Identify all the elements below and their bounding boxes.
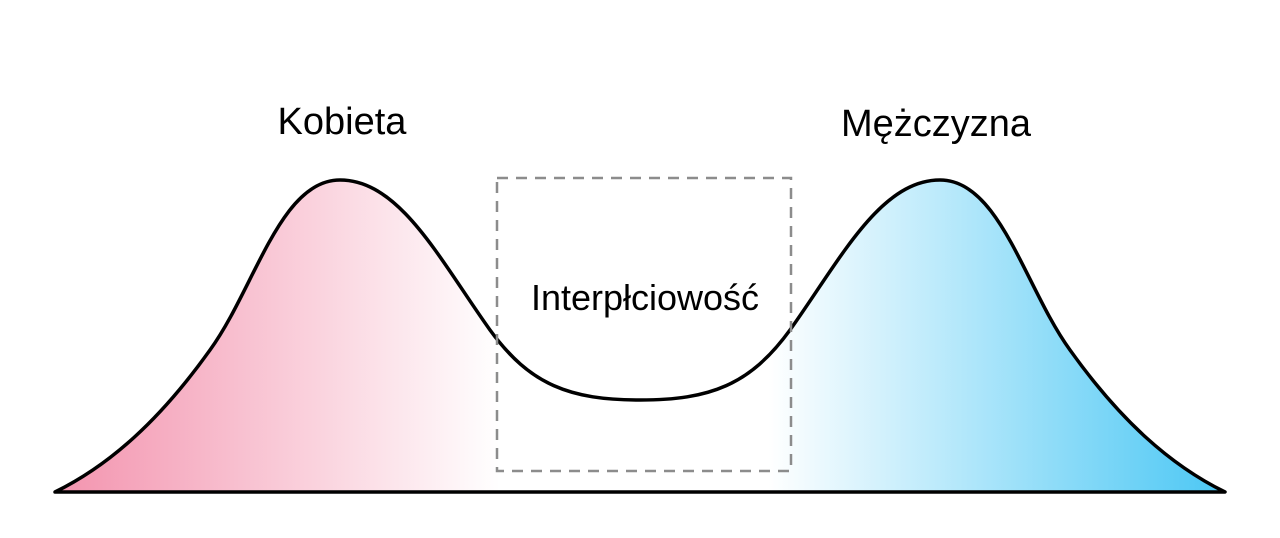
bimodal-distribution-curve [53,178,1227,494]
label-intersex: Interpłciowość [531,277,759,318]
label-female-peak: Kobieta [278,101,408,143]
intersex-dashed-box [495,176,793,473]
label-male-peak: Mężczyzna [841,103,1032,145]
